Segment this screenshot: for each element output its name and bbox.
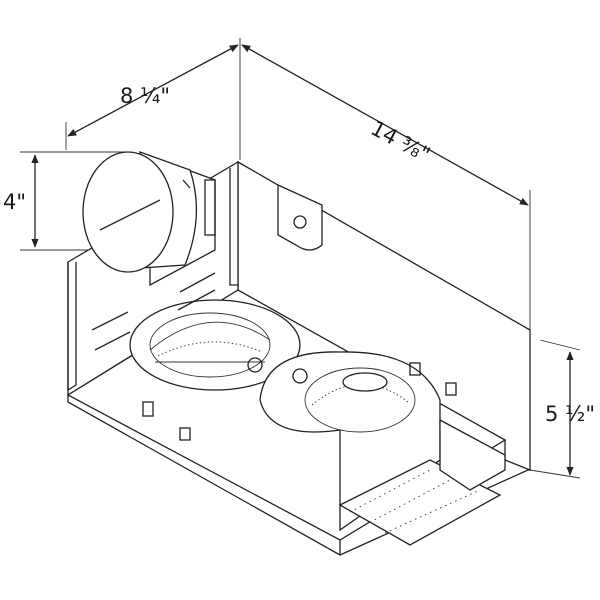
blower-wheel-1	[149, 321, 271, 363]
height-dimension-label: 5 ½"	[545, 402, 596, 426]
duct-height-dimension-label: 4"	[3, 190, 27, 214]
depth-dimension-label: 8 ¼"	[120, 84, 171, 108]
slots	[91, 272, 457, 441]
duct-collar	[82, 151, 216, 287]
dimension-lines	[20, 38, 581, 479]
